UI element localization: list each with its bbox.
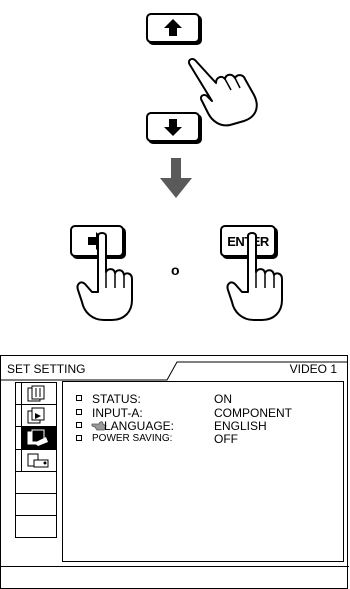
input-menu-icon [27, 407, 45, 423]
menu-panel: SET SETTING VIDEO 1 [0, 355, 349, 589]
picture-menu-icon [27, 385, 45, 402]
input-source-label: VIDEO 1 [289, 362, 337, 376]
bullet-icon [76, 422, 82, 428]
menu-tab-outline [1, 361, 347, 381]
pointing-hand-icon [226, 232, 283, 321]
tab-set-setting[interactable] [15, 427, 57, 450]
bullet-icon [76, 395, 82, 401]
tab-empty [15, 472, 57, 494]
tab-input[interactable] [15, 404, 57, 427]
menu-tab-column [15, 382, 57, 538]
menu-content-box [62, 381, 344, 562]
tab-empty [15, 494, 57, 516]
up-arrow-key[interactable] [146, 13, 200, 43]
up-arrow-icon [164, 19, 182, 36]
menu-footer-divider [1, 566, 349, 567]
down-arrow-icon [164, 119, 182, 136]
down-flow-arrow-icon [160, 158, 192, 198]
bullet-icon [76, 435, 82, 441]
tab-picture[interactable] [15, 382, 57, 405]
set-setting-icon [27, 429, 48, 446]
down-arrow-key[interactable] [146, 112, 200, 142]
tab-installation[interactable] [15, 449, 57, 472]
pointing-hand-icon [76, 232, 133, 321]
tab-empty [15, 516, 57, 538]
or-label: o [171, 262, 180, 278]
installation-icon [27, 453, 49, 467]
menu-title: SET SETTING [7, 362, 86, 376]
pointing-hand-icon [187, 57, 258, 127]
pointing-hand-icon [91, 421, 107, 431]
bullet-icon [76, 409, 82, 415]
